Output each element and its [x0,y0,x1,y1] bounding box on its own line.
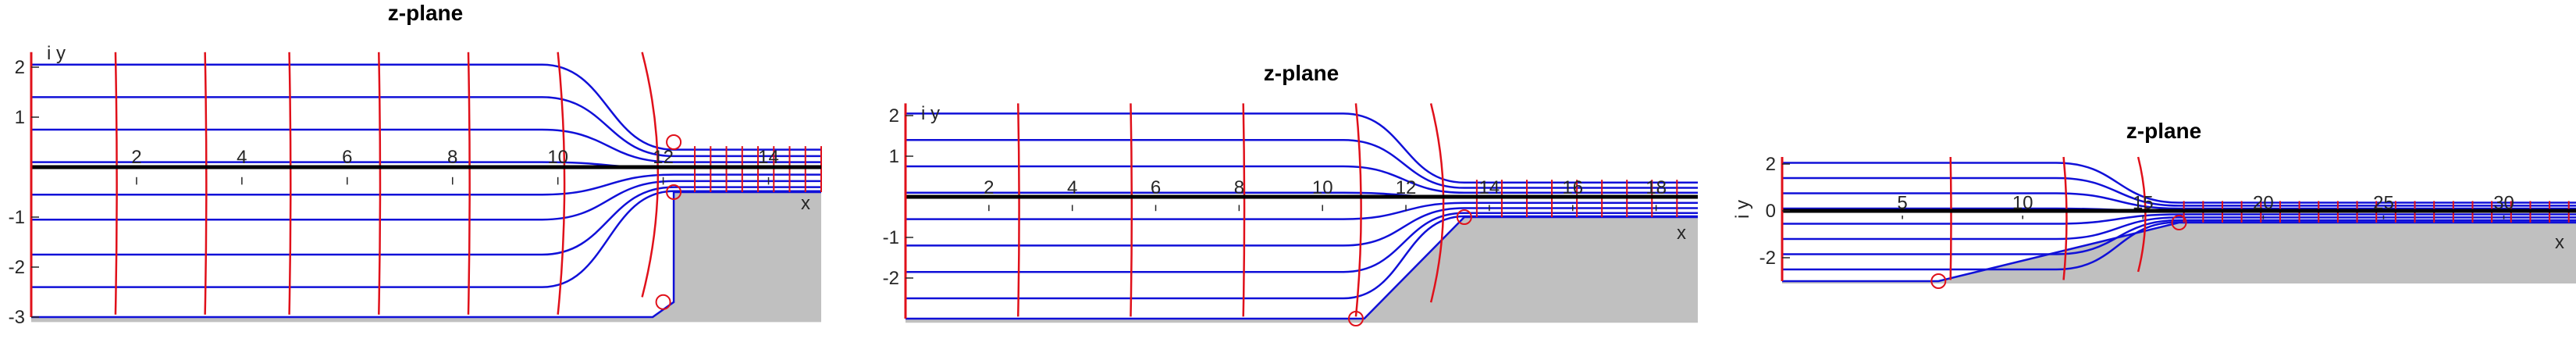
y-tick-label: 1 [889,146,899,167]
streamline [1782,176,2576,207]
x-tick-label: 6 [342,147,352,168]
streamline [906,201,1698,220]
panel-2-x-label: x [1677,223,1686,244]
x-tick-label: 4 [1067,177,1077,198]
z-plane-panel-2: z-plane 2 4 6 8 10 12 14 16 18 2 1 -1 -2 i y x [883,61,1698,326]
equipotential-line [641,52,660,298]
streamline [31,128,821,163]
y-tick-label: 1 [15,107,25,128]
streamline [31,96,821,158]
x-tick-label: 5 [1897,193,1907,214]
streamline [906,138,1698,189]
equipotential-line [204,52,208,315]
x-tick-label: 8 [1234,177,1244,198]
y-tick-label: -2 [1759,248,1776,269]
panel-2-y-label: i y [921,103,940,124]
equipotential-line [1016,103,1020,317]
boundary-streamline [1782,221,2576,283]
corner-marker [1930,273,1947,289]
streamline [1782,216,2576,241]
streamline [906,112,1698,184]
y-tick-label: -3 [9,307,25,328]
x-tick-label: 12 [653,147,674,168]
equipotential-line [2062,156,2068,280]
x-tick-label: 6 [1151,177,1161,198]
equipotential-line [1429,103,1445,303]
y-tick-label: 0 [1766,201,1776,222]
equipotential-line [288,52,292,315]
x-tick-label: 14 [758,147,779,168]
panel-3-y-label: i y [1732,200,1753,219]
x-tick-label: 10 [1312,177,1333,198]
streamline [31,186,821,256]
x-tick-label: 10 [547,147,568,168]
y-tick-label: 2 [15,57,25,78]
boundary-streamline [31,191,821,319]
panel-3-x-label: x [2555,232,2564,253]
streamline [906,212,1698,273]
panel-1-title: z-plane [388,1,463,25]
x-tick-label: 4 [237,147,247,168]
streamline [1782,221,2576,271]
y-tick-label: -2 [883,268,899,289]
corner-marker [666,134,682,150]
equipotential-line [1949,156,1952,280]
panel-1-y-label: i y [47,43,66,64]
equipotential-line [2137,156,2147,273]
y-tick-label: -1 [9,207,25,228]
x-tick-label: 8 [447,147,457,168]
z-plane-panel-1: z-plane 2 4 6 8 10 12 14 2 1 -1 -2 -3 i y x [9,1,822,328]
panel-2-title: z-plane [1264,61,1339,85]
corner-marker [2171,215,2187,230]
x-tick-label: 16 [1562,177,1583,198]
streamline [31,180,821,221]
solid-boundary-region [906,217,1698,323]
y-tick-label: 2 [1766,154,1776,175]
equipotential-line [467,52,471,315]
x-tick-label: 2 [131,147,141,168]
panel-3-title: z-plane [2126,119,2201,143]
solid-boundary-region [31,192,821,323]
x-tick-label: 20 [2253,193,2274,214]
corner-marker [1456,209,1472,225]
equipotential-line [557,52,566,315]
streamline [1782,192,2576,210]
y-tick-label: -2 [9,257,25,278]
corner-marker [666,184,682,200]
x-tick-label: 30 [2493,193,2514,214]
streamline [31,63,821,151]
panel-2-plot: 2 4 6 8 10 12 14 16 18 2 1 -1 -2 [883,103,1698,326]
streamline [1782,162,2576,204]
x-tick-label: 25 [2373,193,2394,214]
x-tick-label: 10 [2012,193,2033,214]
x-tick-label: 18 [1646,177,1667,198]
y-tick-label: -1 [883,227,899,248]
x-tick-label: 15 [2133,193,2154,214]
x-tick-label: 14 [1479,177,1500,198]
boundary-streamline [906,216,1698,320]
panel-1-x-label: x [801,193,810,214]
streamline [1782,213,2576,225]
corner-marker [655,294,671,310]
panel-1-plot: 2 4 6 8 10 12 14 2 1 -1 -2 -3 [9,52,822,328]
equipotential-line [378,52,382,315]
streamline [31,173,821,196]
streamline [906,165,1698,194]
x-tick-label: 12 [1396,177,1417,198]
equipotential-line [1354,103,1362,317]
x-tick-label: 2 [984,177,994,198]
corner-marker [1347,311,1364,326]
streamline [906,207,1698,247]
y-tick-label: 2 [889,105,899,127]
solid-boundary-region [1782,223,2576,283]
equipotential-line [114,52,118,315]
equipotential-line [1130,103,1133,317]
